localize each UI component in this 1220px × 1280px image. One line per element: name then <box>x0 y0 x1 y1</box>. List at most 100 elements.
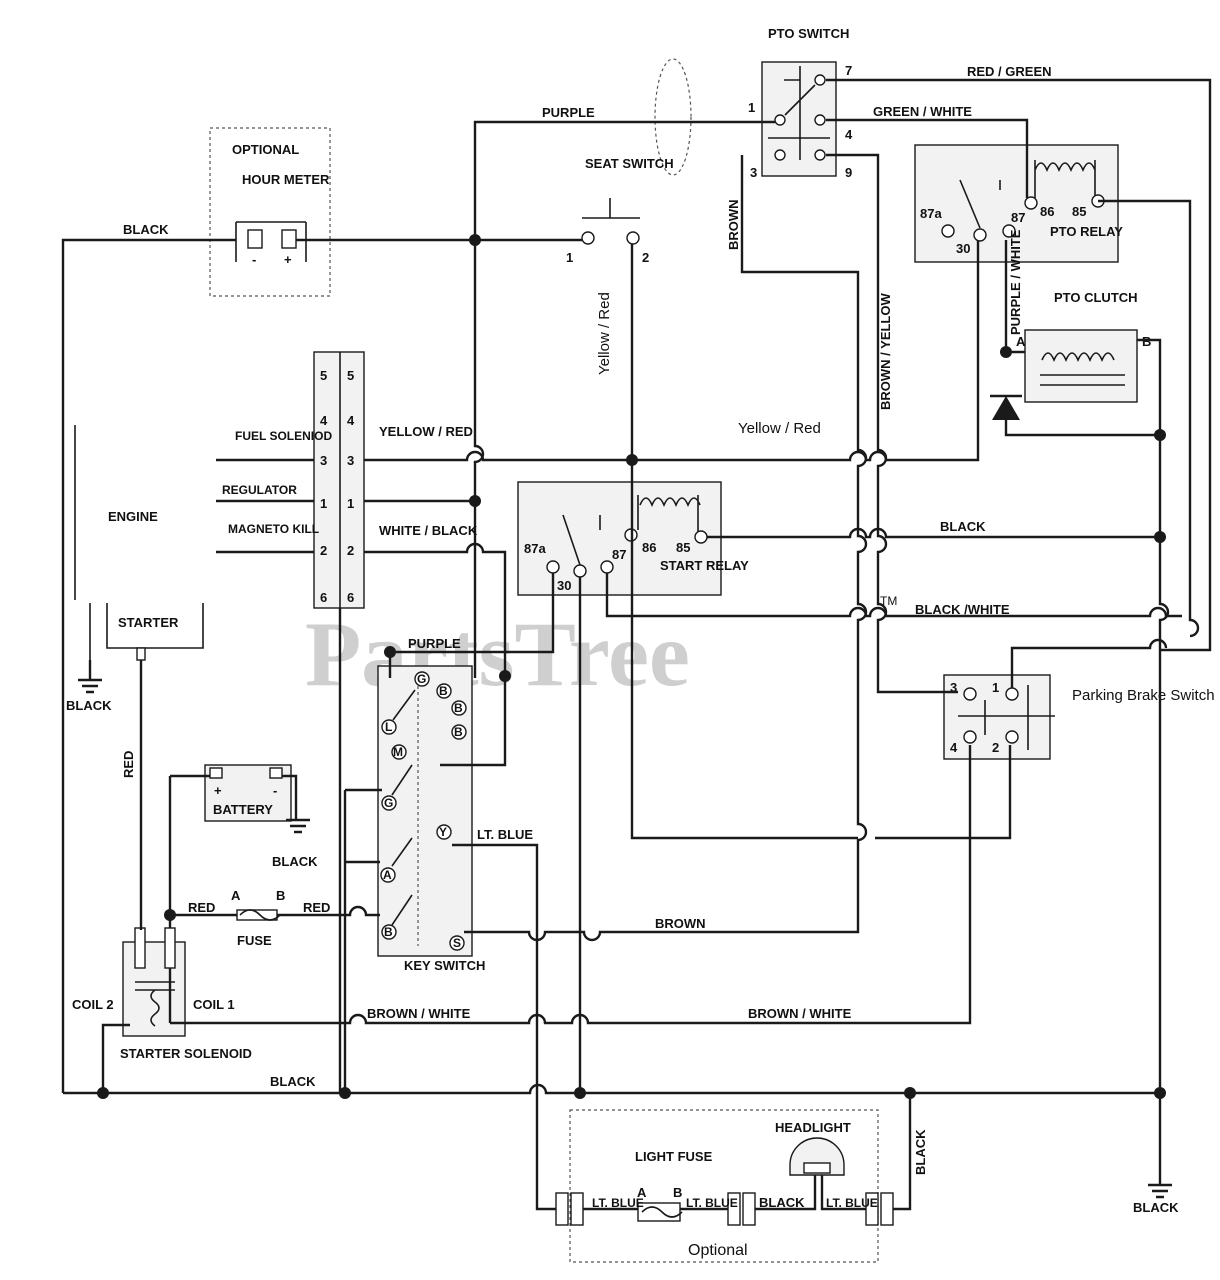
parking-brake-label: Parking Brake Switch <box>1072 687 1215 704</box>
start-relay-30: 30 <box>557 578 571 593</box>
pto-relay-label: PTO RELAY <box>1050 224 1123 239</box>
battery-minus: - <box>273 783 277 798</box>
pto-terminal-9: 9 <box>845 165 852 180</box>
start-relay-86: 86 <box>642 540 656 555</box>
conn-pin-2a: 2 <box>320 543 327 558</box>
conn-pin-1a: 1 <box>320 496 327 511</box>
pb-terminal-1: 1 <box>992 680 999 695</box>
light-fuse-label: LIGHT FUSE <box>635 1149 713 1164</box>
key-terminal-b1: B <box>439 684 448 698</box>
light-fuse-a: A <box>637 1185 647 1200</box>
wire-lt-blue-light-1: LT. BLUE <box>592 1196 644 1210</box>
pto-terminal-1: 1 <box>748 100 755 115</box>
pto-relay <box>914 144 1119 263</box>
pb-terminal-2: 2 <box>992 740 999 755</box>
light-fuse <box>637 1202 683 1222</box>
pb-terminal-3: 3 <box>950 680 957 695</box>
optional-label: OPTIONAL <box>232 142 299 157</box>
pto-relay-30: 30 <box>956 241 970 256</box>
junction-dots <box>97 234 1166 1099</box>
wire-black-engine-ground: BLACK <box>66 698 112 713</box>
pto-relay-85: 85 <box>1072 204 1086 219</box>
key-terminal-l: L <box>385 720 392 734</box>
wire-yellow-red-right: Yellow / Red <box>738 420 821 437</box>
wire-purple-top: PURPLE <box>542 105 595 120</box>
hour-meter-box <box>209 127 331 297</box>
pto-switch <box>761 61 837 177</box>
light-fuse-b: B <box>673 1185 682 1200</box>
key-terminal-s: S <box>453 936 461 950</box>
starter-terminal <box>136 647 146 661</box>
coil-1-label: COIL 1 <box>193 997 235 1012</box>
pto-relay-87a: 87a <box>920 206 942 221</box>
pto-relay-87: 87 <box>1011 210 1025 225</box>
highlight-ellipse <box>654 58 692 176</box>
parking-brake-switch <box>943 674 1055 760</box>
wires <box>61 78 1212 1211</box>
wire-black-right: BLACK <box>940 519 986 534</box>
conn-pin-2b: 2 <box>347 543 354 558</box>
key-terminal-g2: G <box>384 796 393 810</box>
wire-brown-yellow: BROWN / YELLOW <box>878 293 893 410</box>
key-terminal-a: A <box>383 868 392 882</box>
wire-yellow-red-vertical: Yellow / Red <box>596 292 613 375</box>
wire-lt-blue-light-2: LT. BLUE <box>686 1196 738 1210</box>
optional-bottom-label: Optional <box>688 1242 748 1259</box>
starter-solenoid <box>122 927 186 1037</box>
magneto-kill-label: MAGNETO KILL <box>228 522 319 536</box>
key-terminal-y: Y <box>439 825 447 839</box>
watermark: PartsTree <box>305 603 690 705</box>
coil-2-label: COIL 2 <box>72 997 114 1012</box>
headlight <box>789 1137 845 1176</box>
conn-pin-3a: 3 <box>320 453 327 468</box>
conn-pin-5b: 5 <box>347 368 354 383</box>
wire-lt-blue-light-3: LT. BLUE <box>826 1196 878 1210</box>
key-terminal-b2: B <box>454 701 463 715</box>
wire-purple-white: PURPLE / WHITE <box>1008 229 1023 335</box>
hour-meter-minus: - <box>252 252 256 267</box>
pto-switch-label: PTO SWITCH <box>768 26 849 41</box>
pb-terminal-4: 4 <box>950 740 958 755</box>
wire-black-battery-ground: BLACK <box>272 854 318 869</box>
conn-pin-4a: 4 <box>320 413 328 428</box>
conn-pin-1b: 1 <box>347 496 354 511</box>
headlight-label: HEADLIGHT <box>775 1120 851 1135</box>
wire-brown-white-right: BROWN / WHITE <box>748 1006 852 1021</box>
conn-pin-4b: 4 <box>347 413 355 428</box>
start-relay-label: START RELAY <box>660 558 749 573</box>
key-terminal-b4: B <box>384 925 393 939</box>
pto-clutch-b: B <box>1142 334 1151 349</box>
starter-outline <box>89 603 204 660</box>
wire-black-top: BLACK <box>123 222 169 237</box>
starter-label: STARTER <box>118 615 179 630</box>
wire-black-light: BLACK <box>759 1195 805 1210</box>
conn-pin-6a: 6 <box>320 590 327 605</box>
wire-red-starter: RED <box>121 751 136 778</box>
wire-black-main-ground: BLACK <box>1133 1200 1179 1215</box>
seat-switch-label: SEAT SWITCH <box>585 156 674 171</box>
fuel-solenoid-label: FUEL SOLENIOD <box>235 429 332 443</box>
fuse-label: FUSE <box>237 933 272 948</box>
seat-switch <box>581 198 640 245</box>
key-switch-label: KEY SWITCH <box>404 958 485 973</box>
fuse-b: B <box>276 888 285 903</box>
pto-terminal-4: 4 <box>845 127 853 142</box>
hour-meter-symbol <box>235 221 307 262</box>
wire-red-fuse-left: RED <box>188 900 215 915</box>
conn-pin-5a: 5 <box>320 368 327 383</box>
conn-pin-3b: 3 <box>347 453 354 468</box>
hour-meter-plus: + <box>284 252 292 267</box>
wire-green-white: GREEN / WHITE <box>873 104 972 119</box>
watermark-tm: TM <box>880 594 897 608</box>
regulator-label: REGULATOR <box>222 483 297 497</box>
pto-terminal-3: 3 <box>750 165 757 180</box>
key-terminal-m: M <box>393 745 403 759</box>
wire-white-black: WHITE / BLACK <box>379 523 478 538</box>
starter-solenoid-label: STARTER SOLENOID <box>120 1046 252 1061</box>
engine-connector <box>313 351 365 609</box>
pto-terminal-7: 7 <box>845 63 852 78</box>
wire-red-fuse-right: RED <box>303 900 330 915</box>
wire-black-bottom: BLACK <box>270 1074 316 1089</box>
wire-yellow-red-left: YELLOW / RED <box>379 424 473 439</box>
fuse <box>236 909 281 921</box>
